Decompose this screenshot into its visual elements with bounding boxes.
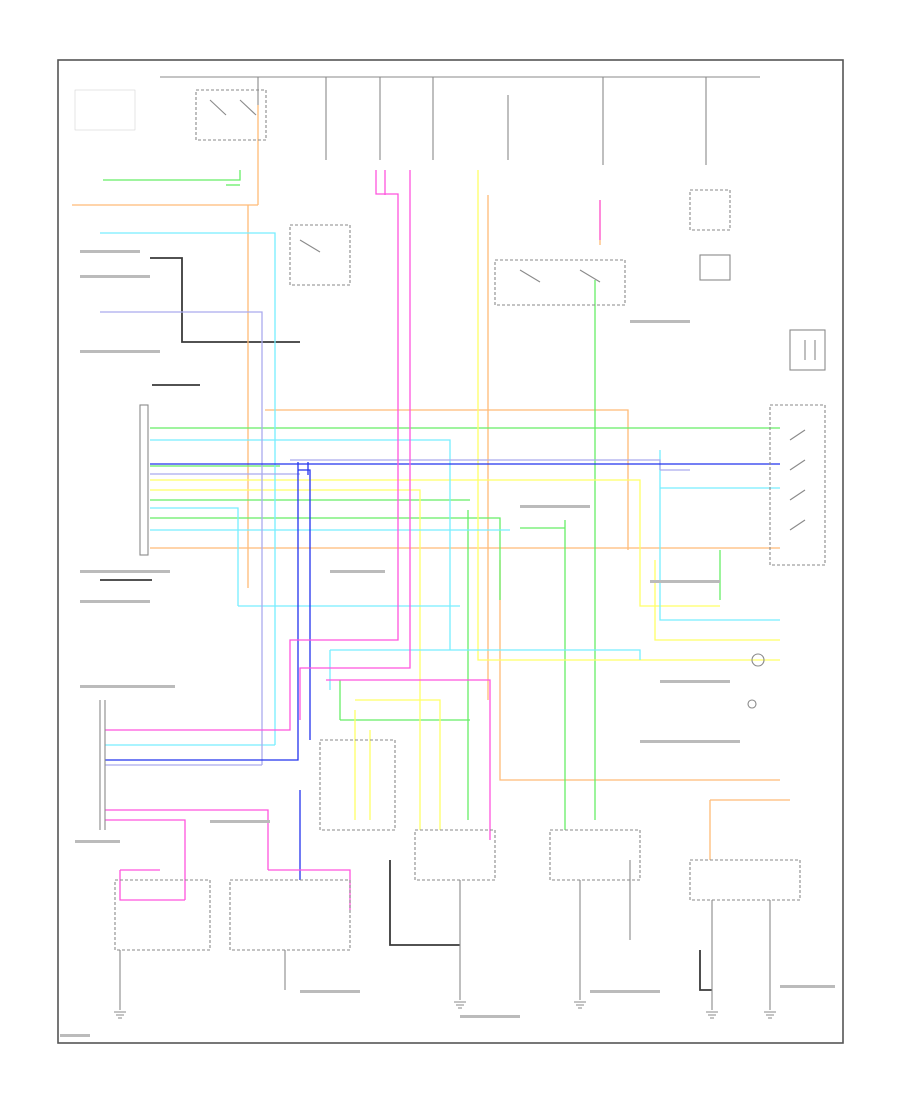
- left-rear-tail-stop-turn-lamp: [414, 829, 496, 1000]
- rear-side-marker-lamps: [689, 859, 801, 1010]
- multifunction-switch: [769, 404, 826, 566]
- wires-pink: [105, 170, 601, 910]
- headlamp-switch: [195, 89, 267, 141]
- wires-dark: [100, 257, 712, 991]
- wires-blue: [105, 462, 780, 880]
- turn-signal-switch: [494, 259, 626, 306]
- wires-light-purple: [100, 311, 690, 766]
- power-feeds: [257, 77, 707, 165]
- right-front-park-turn-lamp: [229, 879, 351, 990]
- ground-symbols: [114, 1001, 776, 1019]
- left-connector-strip: [99, 700, 106, 830]
- diagram-frame: [57, 59, 844, 1044]
- license-lamp: [747, 653, 765, 709]
- wires-yellow: [150, 170, 780, 830]
- left-front-park-turn-lamp: [114, 879, 211, 1010]
- right-rear-connector-block: [789, 329, 826, 371]
- body-control-module: [139, 404, 149, 556]
- hazard-flasher: [289, 224, 351, 286]
- stop-lamp-switch: [689, 189, 731, 281]
- trailer-connector: [319, 739, 396, 831]
- wires-orange: [72, 105, 790, 860]
- right-rear-tail-stop-turn-lamp: [549, 829, 641, 1000]
- wires-green: [103, 170, 780, 830]
- wires-light-blue: [100, 232, 780, 746]
- label-marks: [60, 89, 835, 1037]
